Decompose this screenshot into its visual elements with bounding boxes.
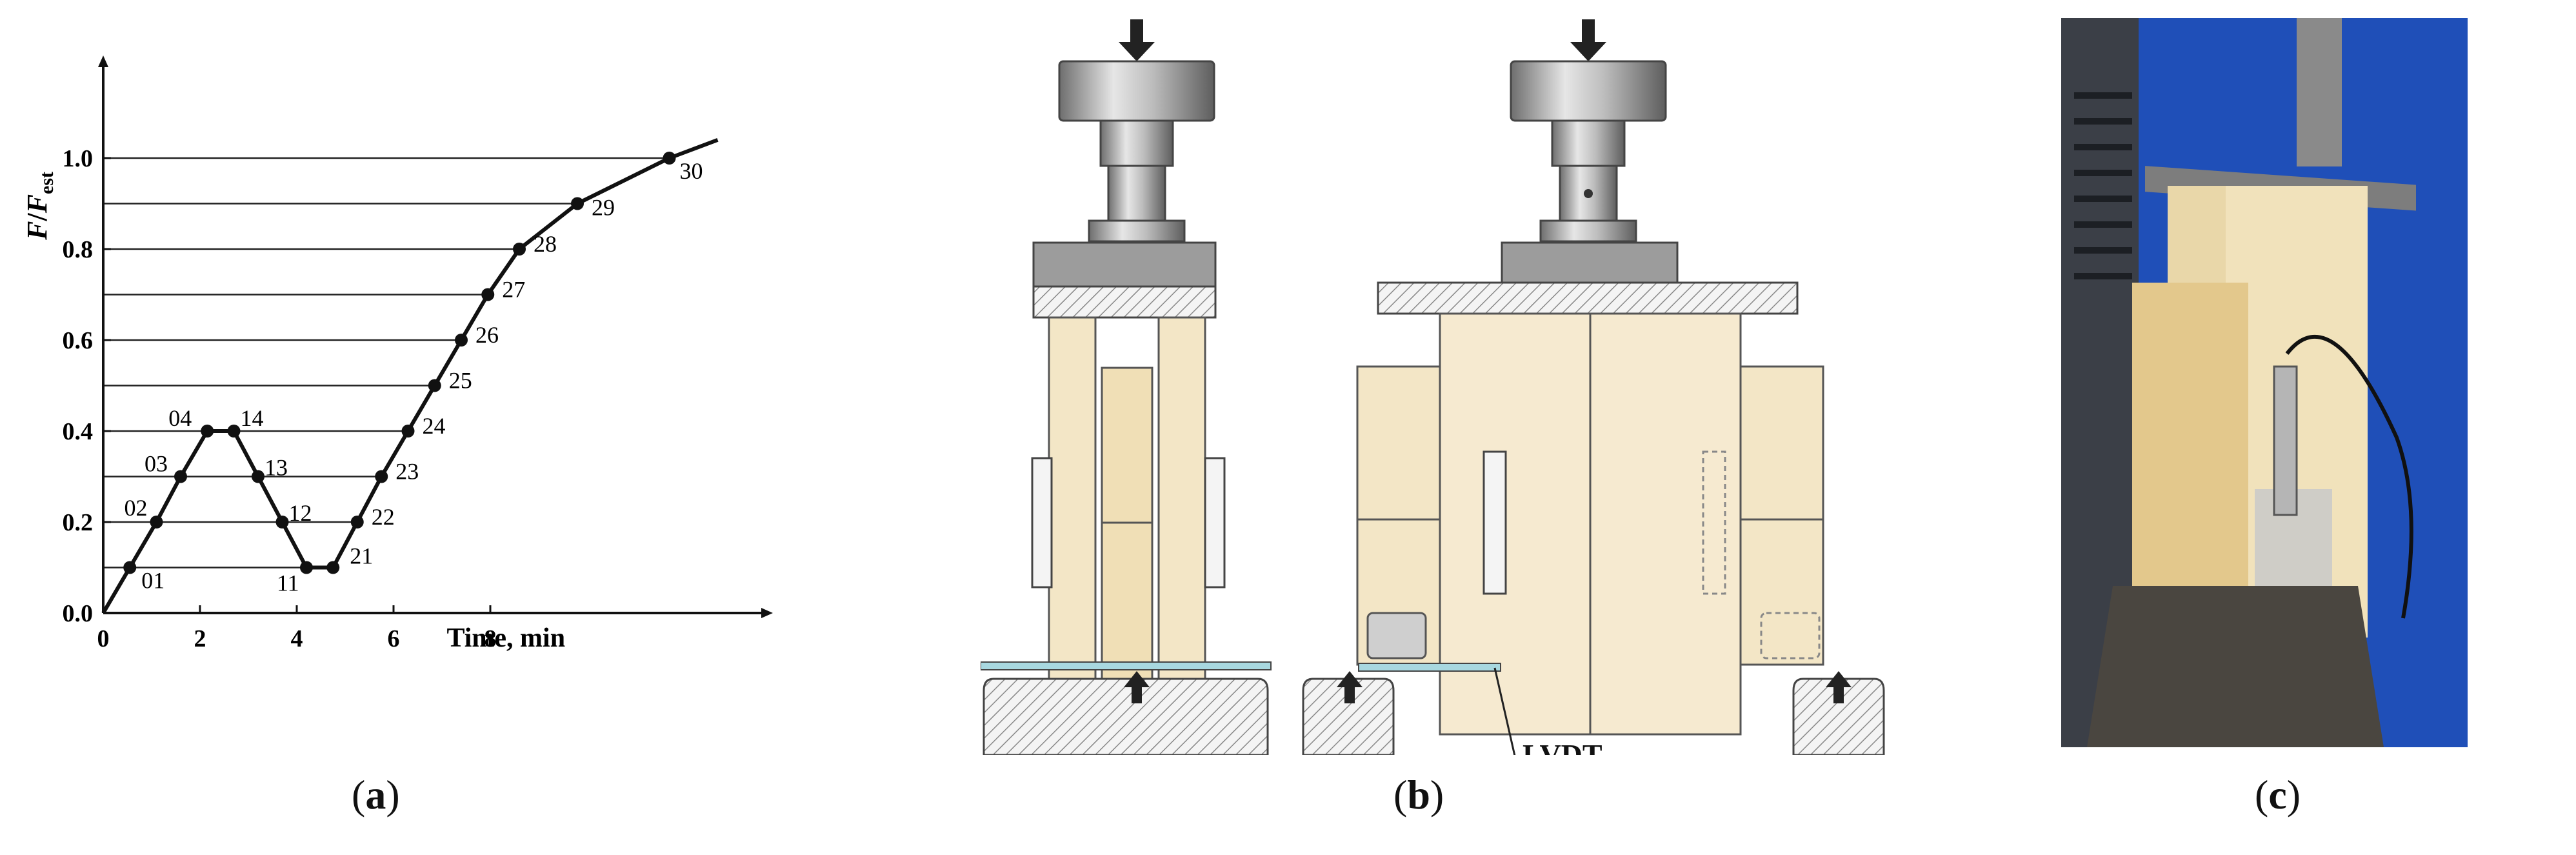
point-label: 25 xyxy=(449,368,472,394)
data-point xyxy=(326,561,340,574)
support-base-left xyxy=(983,678,1269,755)
caption-c: (c) xyxy=(2255,772,2301,818)
data-point xyxy=(227,425,241,438)
data-point xyxy=(150,516,163,528)
x-axis-label: Time, min xyxy=(447,623,566,653)
point-label: 21 xyxy=(350,543,373,569)
support-front-right xyxy=(1792,678,1885,755)
point-label: 24 xyxy=(423,413,446,439)
x-tick-label: 4 xyxy=(291,625,303,652)
point-label: 22 xyxy=(372,504,395,530)
data-point xyxy=(275,516,289,528)
x-tick-label: 6 xyxy=(388,625,400,652)
data-point xyxy=(174,470,187,483)
load-arrow-top-left xyxy=(1119,19,1155,61)
y-axis-label: F/Fest xyxy=(21,172,57,241)
steel-plate-left xyxy=(1032,241,1217,288)
load-head-right xyxy=(1510,60,1667,122)
caption-a: (a) xyxy=(352,772,400,818)
point-label: 12 xyxy=(289,500,312,526)
y-tick-label: 0.4 xyxy=(63,418,94,445)
x-tick-label: 8 xyxy=(484,625,497,652)
test-photo xyxy=(2061,18,2468,747)
lvdt-label: LVDT xyxy=(1523,738,1603,755)
y-tick-label: 0.2 xyxy=(63,509,94,536)
y-tick-label: 0.0 xyxy=(63,600,94,627)
point-label: 01 xyxy=(141,568,165,594)
y-tick-label: 1.0 xyxy=(63,145,94,172)
load-arrow-top-right xyxy=(1570,19,1606,61)
y-axis-arrow xyxy=(98,55,108,67)
point-label: 13 xyxy=(265,455,288,481)
caption-b: (b) xyxy=(1393,772,1444,818)
reaction-arrow-left xyxy=(1124,671,1150,703)
point-label: 23 xyxy=(395,459,419,485)
spreader-plate-right xyxy=(1377,281,1799,315)
point-label: 28 xyxy=(534,231,557,257)
x-tick-label: 2 xyxy=(194,625,206,652)
point-label: 11 xyxy=(277,570,299,596)
data-point xyxy=(350,516,364,528)
data-point xyxy=(428,379,441,392)
spreader-plate-left xyxy=(1032,285,1217,319)
side-block-right xyxy=(1739,365,1824,666)
y-tick-label: 0.6 xyxy=(63,327,94,354)
point-label: 04 xyxy=(168,405,192,431)
y-tick-label: 0.8 xyxy=(63,236,94,263)
data-point xyxy=(663,152,676,165)
point-label: 30 xyxy=(680,158,703,184)
point-label: 27 xyxy=(502,277,525,303)
timber-member-left xyxy=(1048,316,1097,680)
data-point xyxy=(252,470,265,483)
data-point xyxy=(401,425,415,438)
point-label: 02 xyxy=(125,495,148,521)
point-label: 14 xyxy=(241,405,264,431)
support-front-left xyxy=(1302,678,1395,755)
front-view: LVDT xyxy=(1302,19,1885,755)
point-label: 29 xyxy=(592,195,615,221)
data-point xyxy=(123,561,137,574)
data-point xyxy=(571,197,584,210)
side-view xyxy=(981,19,1272,755)
lvdt-front xyxy=(1483,450,1507,595)
x-tick-label: 0 xyxy=(97,625,110,652)
series-line xyxy=(101,137,719,614)
data-point xyxy=(375,470,388,483)
lvdt-left-a xyxy=(1031,457,1053,588)
lvdt-left-b xyxy=(1204,457,1226,588)
point-label: 03 xyxy=(145,451,168,477)
test-setup-diagram: LVDT xyxy=(981,19,1885,755)
data-point xyxy=(481,288,495,301)
data-point xyxy=(455,334,468,347)
data-point xyxy=(513,243,526,256)
x-axis-arrow xyxy=(761,608,773,618)
timber-member-right xyxy=(1157,316,1206,680)
data-point xyxy=(201,425,214,438)
bracket-left xyxy=(1366,612,1427,659)
data-point xyxy=(300,561,313,574)
point-label: 26 xyxy=(475,322,499,348)
load-cell-left xyxy=(1099,119,1174,167)
load-head-left xyxy=(1058,60,1215,122)
steel-plate-right xyxy=(1501,241,1679,284)
